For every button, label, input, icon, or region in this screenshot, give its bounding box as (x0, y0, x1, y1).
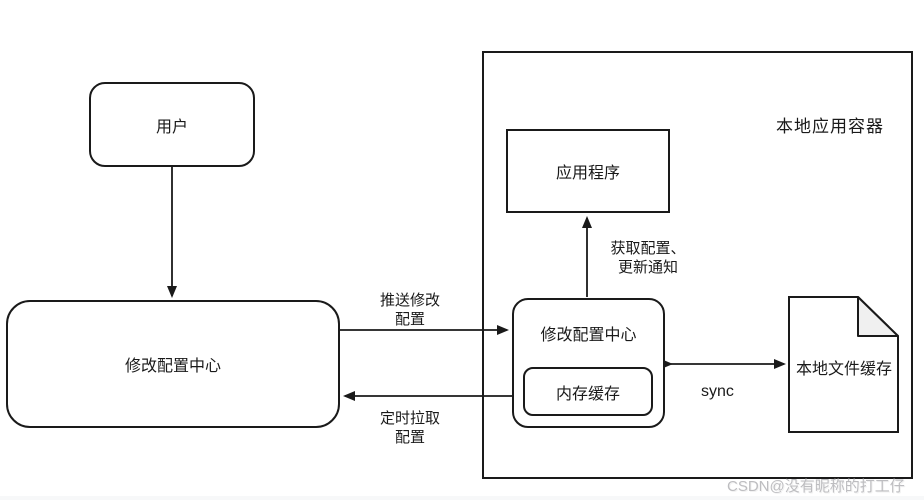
bottom-edge-strip (0, 496, 924, 500)
node-remote-config-center-label: 修改配置中心 (124, 358, 221, 375)
node-application-label: 应用程序 (555, 165, 620, 182)
node-memory-cache-label: 内存缓存 (555, 385, 620, 403)
node-local-file-cache-label: 本地文件缓存 (795, 361, 892, 378)
node-remote-config-center: 修改配置中心 (6, 300, 340, 428)
csdn-watermark: CSDN@没有昵称的打工仔 (727, 478, 905, 495)
edge-label-push-config: 推送修改 配置 (379, 292, 440, 328)
local-app-container-box (482, 51, 913, 479)
local-app-container-label: 本地应用容器 (776, 117, 884, 136)
node-application: 应用程序 (506, 129, 670, 213)
edge-label-sync: sync (701, 383, 734, 400)
node-local-config-center-label: 修改配置中心 (540, 327, 637, 344)
node-memory-cache: 内存缓存 (523, 367, 653, 416)
edge-label-pull-config: 定时拉取 配置 (379, 410, 440, 446)
node-user: 用户 (89, 82, 255, 167)
edge-label-fetch-config: 获取配置、 更新通知 (610, 240, 686, 276)
node-user-label: 用户 (155, 118, 188, 136)
